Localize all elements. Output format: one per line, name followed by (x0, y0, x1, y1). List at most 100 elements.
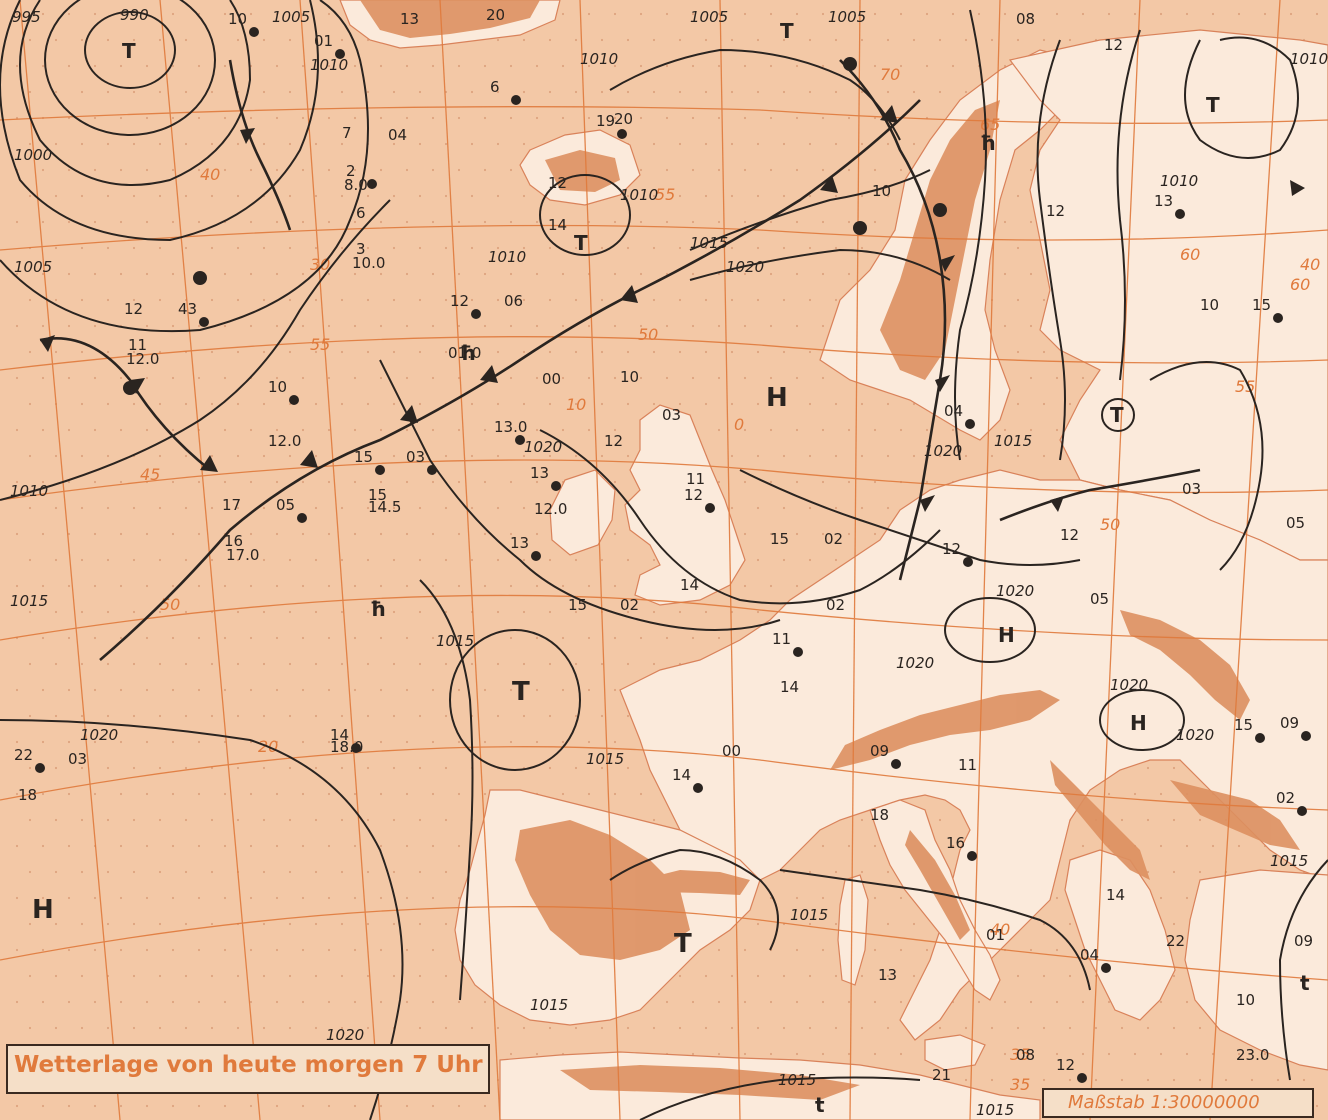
stipple-dot (652, 142, 656, 146)
stipple-dot (743, 64, 747, 68)
parallel-45 (0, 594, 1328, 641)
stipple-dot (600, 38, 604, 42)
stipple-dot (288, 870, 292, 874)
stipple-dot (899, 168, 903, 172)
stipple-dot (262, 90, 266, 94)
pressure-center-low: T (122, 39, 136, 63)
mountains-pyrenees (640, 870, 750, 895)
stipple-dot (886, 454, 890, 458)
stipple-dot (639, 792, 643, 796)
stipple-dot (665, 168, 669, 172)
stipple-dot (275, 740, 279, 744)
stipple-dot (860, 402, 864, 406)
stipple-dot (665, 324, 669, 328)
stipple-dot (1055, 12, 1059, 16)
stipple-dot (301, 948, 305, 952)
stipple-dot (28, 506, 32, 510)
station-value: 12 (1104, 36, 1123, 54)
station-value: 00 (542, 370, 561, 388)
station-value: 14 (672, 766, 691, 784)
station-value: 12 (684, 486, 703, 504)
stipple-dot (158, 766, 162, 770)
station-values: 10 13 20 01 12 08 6 7 04 2 8.0 12 43 11 … (14, 6, 1313, 1084)
stipple-dot (756, 246, 760, 250)
stipple-dot (730, 506, 734, 510)
stipple-dot (704, 246, 708, 250)
station-dot (1301, 731, 1311, 741)
stipple-dot (613, 116, 617, 120)
stipple-dot (782, 246, 786, 250)
stipple-dot (418, 298, 422, 302)
station-value: 03 (406, 448, 425, 466)
stipple-dot (132, 974, 136, 978)
stipple-dot (145, 896, 149, 900)
stipple-dot (28, 714, 32, 718)
stipple-dot (67, 1000, 71, 1004)
station-value: 10 (1200, 296, 1219, 314)
stipple-dot (795, 948, 799, 952)
stipple-dot (210, 194, 214, 198)
stipple-dot (457, 480, 461, 484)
stipple-dot (938, 38, 942, 42)
stipple-dot (353, 532, 357, 536)
graticule-labels: 50 45 40 35 30 20 10 0 55 60 65 70 40 50… (140, 65, 1320, 1094)
stipple-dot (873, 948, 877, 952)
stipple-dot (236, 142, 240, 146)
stipple-dot (795, 12, 799, 16)
stipple-dot (730, 298, 734, 302)
stipple-dot (860, 90, 864, 94)
stipple-dot (548, 246, 552, 250)
stipple-dot (171, 792, 175, 796)
isobar-label: 1015 (778, 1071, 816, 1089)
stipple-dot (184, 506, 188, 510)
stipple-dot (1159, 1052, 1163, 1056)
stipple-dot (626, 1026, 630, 1030)
stipple-dot (899, 896, 903, 900)
stipple-dot (1042, 350, 1046, 354)
stipple-dot (301, 1000, 305, 1004)
stipple-dot (54, 194, 58, 198)
stipple-dot (431, 636, 435, 640)
stipple-dot (743, 532, 747, 536)
stipple-dot (132, 506, 136, 510)
stipple-dot (340, 142, 344, 146)
stipple-dot (405, 168, 409, 172)
stipple-dot (1068, 1026, 1072, 1030)
stipple-dot (236, 402, 240, 406)
station-value: 03 (1182, 480, 1201, 498)
cold-front-scan (839, 59, 947, 581)
stipple-dot (769, 428, 773, 432)
scale-box (1042, 1088, 1314, 1118)
stipple-dot (1003, 64, 1007, 68)
isobar-label: 1015 (1270, 852, 1308, 870)
station-value: 12.0 (268, 432, 301, 450)
stipple-dot (431, 688, 435, 692)
isobar-label: 1015 (10, 592, 48, 610)
stipple-dot (821, 64, 825, 68)
stipple-dot (483, 324, 487, 328)
stipple-dot (613, 324, 617, 328)
stipple-dot (1198, 1078, 1202, 1082)
stipple-dot (223, 584, 227, 588)
stipple-dot (704, 194, 708, 198)
stipple-dot (223, 376, 227, 380)
stipple-dot (41, 64, 45, 68)
stipple-dot (418, 974, 422, 978)
stipple-dot (301, 532, 305, 536)
stipple-dot (522, 350, 526, 354)
stipple-dot (132, 402, 136, 406)
stipple-dot (717, 12, 721, 16)
stipple-dot (1172, 1026, 1176, 1030)
stipple-dot (210, 870, 214, 874)
stipple-dot (457, 688, 461, 692)
isobar-1005-w (0, 0, 369, 333)
stipple-dot (834, 974, 838, 978)
stipple-dot (821, 844, 825, 848)
stipple-dot (1068, 922, 1072, 926)
station-value: 12 (450, 292, 469, 310)
stipple-dot (691, 220, 695, 224)
stipple-dot (431, 948, 435, 952)
station-value: 12 (1060, 526, 1079, 544)
station-value: 20 (614, 110, 633, 128)
stipple-dot (158, 246, 162, 250)
